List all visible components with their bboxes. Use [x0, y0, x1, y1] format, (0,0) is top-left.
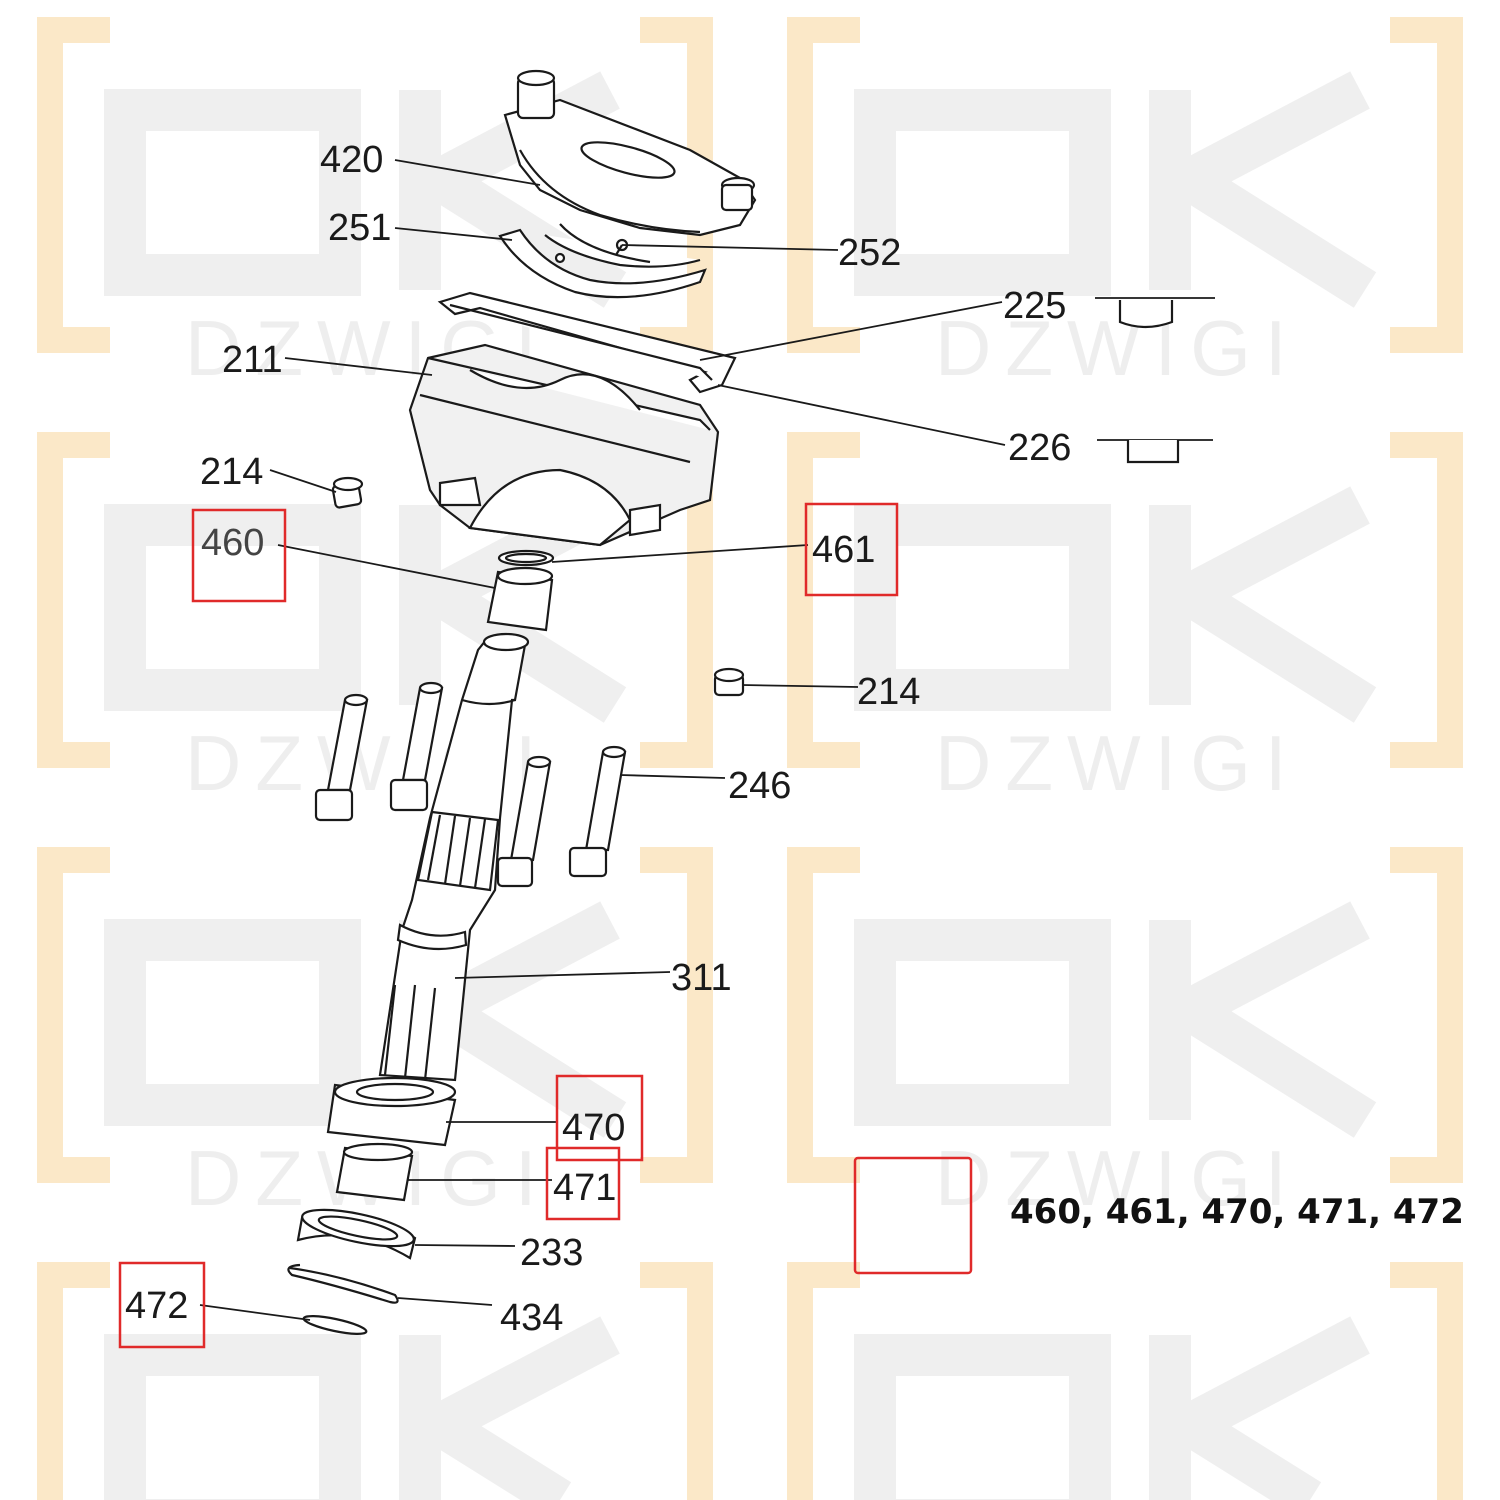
- watermark-tile: [37, 1262, 713, 1500]
- bolt: [314, 693, 369, 822]
- legend-swatch: [853, 1156, 973, 1275]
- part-214-plug-upper: [331, 476, 364, 509]
- callout-211: 211: [222, 339, 283, 381]
- callout-226: 226: [1008, 427, 1071, 469]
- callout-470: 470: [562, 1107, 625, 1149]
- part-461-oring: [497, 549, 555, 567]
- callout-246: 246: [728, 765, 791, 807]
- callout-251: 251: [328, 207, 391, 249]
- callout-214-lower: 214: [857, 671, 920, 713]
- callout-233: 233: [520, 1232, 583, 1274]
- part-226-reference-sketch: [1097, 439, 1213, 464]
- part-434-circlip: [287, 1263, 399, 1304]
- part-311-shaft: [378, 632, 530, 1082]
- part-246-bolts: [314, 681, 627, 888]
- callout-225: 225: [1003, 285, 1066, 327]
- callout-labels: 420 251 252 225 211 226 214 460 461 214 …: [125, 139, 1071, 1339]
- highlight-boxes: [118, 502, 973, 1349]
- callout-252: 252: [838, 232, 901, 274]
- legend-highlighted-parts: 460, 461, 470, 471, 472: [1010, 1192, 1464, 1232]
- callout-461: 461: [812, 529, 875, 571]
- watermark-subtitle: DZWIGI: [935, 719, 1301, 807]
- callout-214-upper: 214: [200, 451, 263, 493]
- part-460-bushing: [486, 566, 554, 632]
- watermark-tile: [787, 1262, 1463, 1500]
- callout-420: 420: [320, 139, 383, 181]
- part-420-cover: [503, 69, 757, 237]
- part-225-reference-sketch: [1095, 297, 1215, 329]
- bolt: [389, 681, 444, 812]
- highlight-box-470: [555, 1074, 644, 1162]
- highlight-box-460: [191, 508, 287, 603]
- watermark-subtitle: DZWIGI: [935, 1134, 1301, 1222]
- bolt: [496, 755, 552, 888]
- part-233-seal: [296, 1208, 417, 1260]
- watermark-tile: DZWIGI: [787, 17, 1463, 392]
- part-225-gasket: [437, 291, 737, 394]
- part-211-housing: [408, 343, 720, 547]
- watermark-tile: DZWIGI: [787, 432, 1463, 807]
- leader-lines: [199, 159, 1006, 1321]
- bolt: [568, 745, 627, 878]
- callout-434: 434: [500, 1297, 563, 1339]
- callout-460: 460: [201, 522, 264, 564]
- part-472-oring: [302, 1315, 368, 1335]
- callout-471: 471: [553, 1167, 616, 1209]
- part-470-bearing: [326, 1076, 457, 1147]
- part-471-bushing: [335, 1142, 414, 1202]
- part-214-plug-lower: [713, 667, 745, 697]
- callout-311: 311: [671, 957, 732, 999]
- highlight-box-471: [545, 1146, 621, 1221]
- highlight-box-461: [804, 502, 899, 597]
- callout-472: 472: [125, 1285, 188, 1327]
- watermark-subtitle: DZWIGI: [935, 304, 1301, 392]
- highlight-box-472: [118, 1261, 206, 1349]
- watermark-tile: DZWIGI: [787, 847, 1463, 1222]
